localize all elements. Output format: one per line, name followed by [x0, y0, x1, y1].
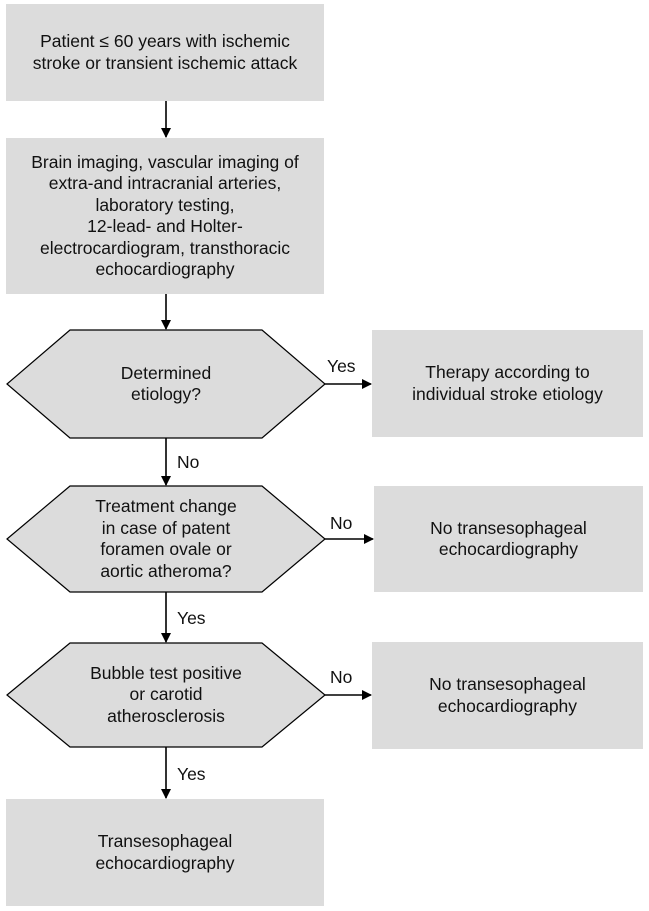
decision3-text: Bubble test positive or carotid atherosc… — [90, 662, 242, 726]
decision2-label: Treatment change in case of patent foram… — [60, 486, 272, 592]
no-tee-box-2: No transesophageal echocardiography — [372, 642, 643, 749]
no-tee-text-1: No transesophageal echocardiography — [430, 517, 587, 560]
edge-label-d3-no: No — [330, 667, 353, 687]
edge-label-d1-no: No — [177, 452, 200, 472]
edge-label-d2-no: No — [330, 513, 353, 533]
edge-label-d2-yes: Yes — [177, 608, 206, 628]
decision1-text: Determined etiology? — [120, 362, 212, 405]
tee-box: Transesophageal echocardiography — [6, 799, 324, 906]
no-tee-box-1: No transesophageal echocardiography — [374, 486, 643, 592]
edge-label-d1-yes: Yes — [327, 356, 356, 376]
decision2-text: Treatment change in case of patent foram… — [95, 496, 237, 581]
edge-label-d3-yes: Yes — [177, 764, 206, 784]
start-text: Patient ≤ 60 years with ischemic stroke … — [32, 31, 298, 73]
tee-text: Transesophageal echocardiography — [95, 831, 235, 873]
start-box: Patient ≤ 60 years with ischemic stroke … — [6, 4, 324, 101]
workup-box: Brain imaging, vascular imaging of extra… — [6, 138, 324, 294]
therapy-box: Therapy according to individual stroke e… — [372, 330, 643, 437]
therapy-text: Therapy according to individual stroke e… — [412, 362, 603, 404]
workup-text: Brain imaging, vascular imaging of extra… — [31, 151, 299, 280]
decision1-label: Determined etiology? — [60, 330, 272, 438]
no-tee-text-2: No transesophageal echocardiography — [429, 674, 586, 716]
decision3-label: Bubble test positive or carotid atherosc… — [60, 643, 272, 747]
